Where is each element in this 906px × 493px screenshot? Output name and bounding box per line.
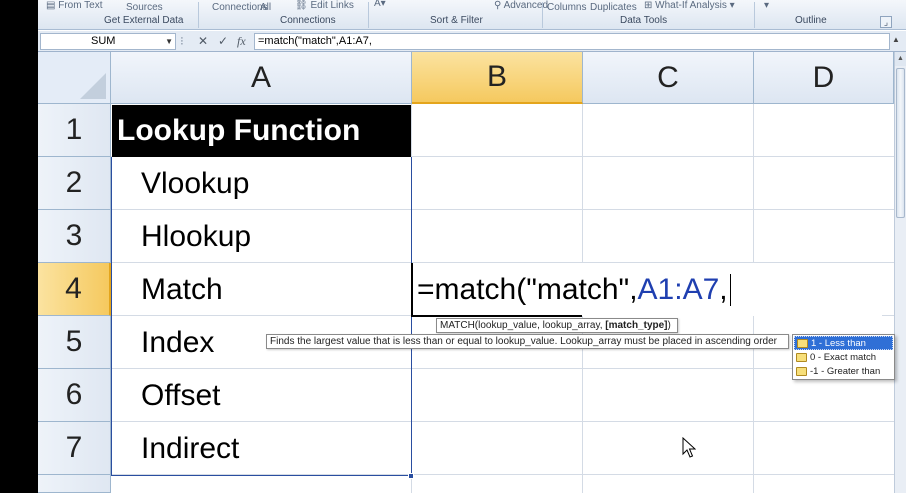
gridline bbox=[111, 156, 894, 157]
grip-icon: ⁝ bbox=[180, 34, 184, 48]
cell-a5[interactable]: Index bbox=[141, 325, 215, 359]
cell-a7[interactable]: Indirect bbox=[141, 431, 240, 465]
scroll-up-arrow-icon[interactable]: ▲ bbox=[895, 52, 906, 66]
active-cell-border bbox=[411, 263, 582, 317]
chevron-down-icon[interactable]: ▼ bbox=[165, 37, 173, 46]
row-header-4[interactable]: 4 bbox=[38, 263, 111, 316]
what-if-icon: ⊞ bbox=[644, 0, 653, 11]
gridline bbox=[111, 262, 894, 263]
row-header-7[interactable]: 7 bbox=[38, 422, 111, 475]
edit-links-icon: ⛓ bbox=[295, 0, 308, 11]
column-header-d[interactable]: D bbox=[754, 52, 894, 104]
group-data-tools: Data Tools bbox=[620, 15, 668, 26]
advanced-filter-icon: ⚲ bbox=[494, 0, 502, 11]
outline-group-icon[interactable]: ▾ bbox=[764, 0, 770, 11]
row-header-5[interactable]: 5 bbox=[38, 316, 111, 369]
fill-handle[interactable] bbox=[408, 473, 414, 479]
group-separator bbox=[542, 2, 543, 28]
cell-a1[interactable]: Lookup Function bbox=[112, 105, 411, 157]
insert-function-icon[interactable]: fx bbox=[237, 34, 246, 48]
sort-icon[interactable]: A▾ bbox=[374, 0, 386, 9]
row-header-3[interactable]: 3 bbox=[38, 210, 111, 263]
worksheet-grid: A B C D 1 2 3 4 5 6 7 Lookup Function Vl… bbox=[38, 52, 894, 493]
name-box[interactable]: SUM ▼ bbox=[40, 33, 176, 50]
select-all-triangle-icon bbox=[80, 73, 106, 99]
cell-a3[interactable]: Hlookup bbox=[141, 219, 252, 253]
group-separator bbox=[198, 2, 199, 28]
cell-a2[interactable]: Vlookup bbox=[141, 166, 250, 200]
group-outline: Outline bbox=[795, 15, 827, 26]
cell-b4-editing[interactable]: =match("match",A1:A7, bbox=[412, 263, 882, 316]
formula-text-suffix: , bbox=[719, 272, 728, 306]
group-separator bbox=[368, 2, 369, 28]
argument-description-tooltip: Finds the largest value that is less tha… bbox=[266, 334, 789, 349]
group-separator bbox=[754, 2, 755, 28]
row-header-8[interactable] bbox=[38, 475, 111, 493]
value-icon bbox=[796, 353, 807, 362]
expand-formula-bar-icon[interactable]: ▲ bbox=[892, 35, 900, 44]
dialog-launcher-icon[interactable]: ⌟ bbox=[880, 16, 892, 28]
text-caret bbox=[729, 273, 731, 306]
formula-input[interactable]: =match("match",A1:A7, bbox=[254, 33, 890, 50]
syntax-current-arg[interactable]: [match_type] bbox=[605, 320, 668, 331]
function-syntax-tooltip: MATCH(lookup_value, lookup_array, [match… bbox=[436, 318, 678, 333]
ribbon: ▤ From Text Sources Connections All ⛓ Ed… bbox=[38, 0, 906, 30]
gridline bbox=[111, 209, 894, 210]
from-text-button[interactable]: ▤ From Text bbox=[46, 0, 103, 11]
value-icon bbox=[796, 367, 807, 376]
column-header-a[interactable]: A bbox=[111, 52, 412, 104]
group-connections: Connections bbox=[280, 15, 336, 26]
vertical-scrollbar[interactable]: ▲ bbox=[894, 52, 906, 493]
row-header-6[interactable]: 6 bbox=[38, 369, 111, 422]
syntax-close: ) bbox=[667, 320, 671, 331]
from-text-icon: ▤ bbox=[46, 0, 56, 11]
refresh-all-button[interactable]: All bbox=[260, 2, 272, 13]
row-header-1[interactable]: 1 bbox=[38, 104, 111, 157]
cancel-icon[interactable]: ✕ bbox=[198, 34, 209, 48]
sources-button[interactable]: Sources bbox=[126, 2, 163, 13]
mouse-pointer-icon bbox=[682, 437, 696, 458]
autocomplete-item-less-than[interactable]: 1 - Less than bbox=[794, 336, 893, 350]
what-if-analysis-button[interactable]: ⊞ What-If Analysis ▾ bbox=[644, 0, 735, 11]
column-header-c[interactable]: C bbox=[583, 52, 754, 104]
excel-window: ▤ From Text Sources Connections All ⛓ Ed… bbox=[38, 0, 906, 493]
connections-button[interactable]: Connections bbox=[212, 2, 268, 13]
formula-bar: SUM ▼ ⁝ ✕ ✓ fx =match("match",A1:A7, ▲ bbox=[38, 31, 906, 52]
remove-duplicates-button[interactable]: Duplicates bbox=[590, 2, 637, 13]
edit-links-button[interactable]: ⛓ Edit Links bbox=[295, 0, 354, 11]
column-header-b[interactable]: B bbox=[412, 52, 583, 104]
match-type-autocomplete-list[interactable]: 1 - Less than 0 - Exact match -1 - Great… bbox=[792, 334, 895, 380]
group-get-external-data: Get External Data bbox=[104, 15, 184, 26]
range-reference: A1:A7 bbox=[637, 272, 720, 306]
group-sort-filter: Sort & Filter bbox=[430, 15, 483, 26]
text-to-columns-button[interactable]: Columns bbox=[547, 2, 587, 13]
cell-a6[interactable]: Offset bbox=[141, 378, 221, 412]
row-header-2[interactable]: 2 bbox=[38, 157, 111, 210]
select-all-button[interactable] bbox=[38, 52, 111, 104]
autocomplete-item-greater-than[interactable]: -1 - Greater than bbox=[794, 365, 893, 379]
gridline bbox=[111, 474, 894, 475]
cell-a4[interactable]: Match bbox=[141, 272, 223, 306]
formula-text: =match("match", bbox=[417, 272, 638, 306]
syntax-args: MATCH(lookup_value, lookup_array, bbox=[440, 320, 606, 331]
value-icon bbox=[797, 339, 808, 348]
advanced-filter-button[interactable]: ⚲ Advanced bbox=[494, 0, 549, 11]
enter-icon[interactable]: ✓ bbox=[218, 34, 229, 48]
autocomplete-item-exact-match[interactable]: 0 - Exact match bbox=[794, 351, 893, 365]
gridline bbox=[111, 421, 894, 422]
scrollbar-thumb[interactable] bbox=[896, 68, 905, 218]
gridline bbox=[111, 368, 894, 369]
